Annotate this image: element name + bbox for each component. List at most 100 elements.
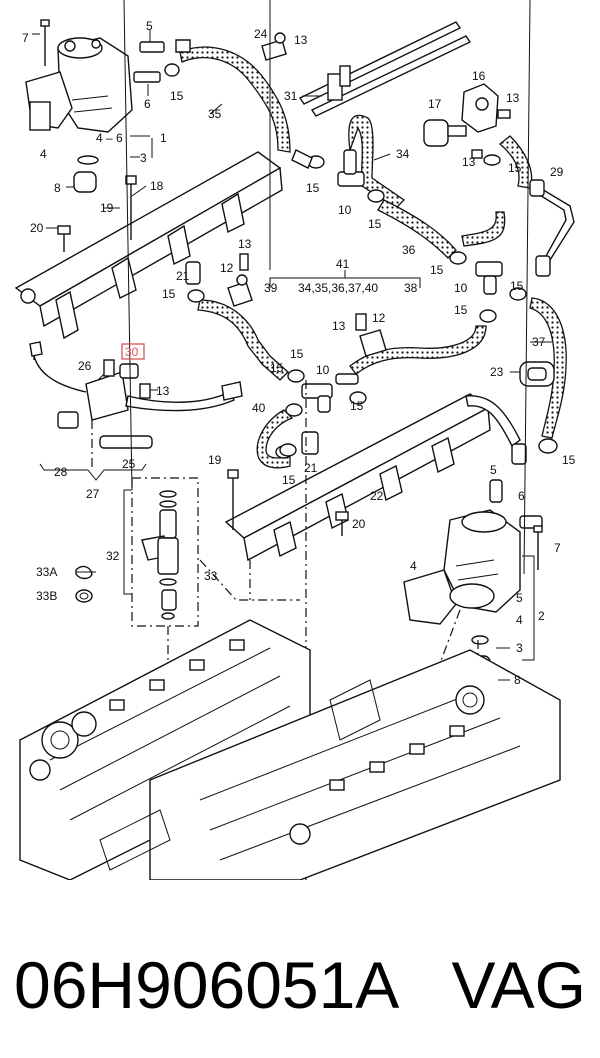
fuel-hose-39 xyxy=(197,299,289,381)
fuel-hose-36 xyxy=(377,199,457,259)
callout-25: 25 xyxy=(122,457,136,471)
bolt-7-upper xyxy=(32,19,50,66)
callout-36: 36 xyxy=(402,243,416,257)
fuel-hose-40 xyxy=(256,409,294,469)
callout-27: 27 xyxy=(86,487,100,501)
t-piece-10-right xyxy=(475,261,503,295)
callout-10: 10 xyxy=(454,281,468,295)
callout-28: 28 xyxy=(54,465,68,479)
callout-8: 8 xyxy=(514,673,521,687)
fitting-21-upper xyxy=(185,261,201,285)
callout-33b: 33B xyxy=(36,589,57,603)
callout-13: 13 xyxy=(506,91,520,105)
hose-clip-upper xyxy=(164,63,180,77)
callout-6: 6 xyxy=(518,489,525,503)
callout-21: 21 xyxy=(176,269,190,283)
fuel-system-exploded-diagram: 7 5 6 15 4 4 – 6 1 3 8 18 19 20 35 24 13… xyxy=(14,0,576,880)
roller-tappet-8-upper xyxy=(66,171,97,193)
leader-lines xyxy=(46,0,552,681)
damper-23 xyxy=(519,361,555,387)
clip-15-c xyxy=(449,251,467,265)
bolt-19-lower xyxy=(227,469,239,530)
callout-15: 15 xyxy=(290,347,304,361)
callout-20: 20 xyxy=(30,221,44,235)
cable-strip-31 xyxy=(298,21,472,117)
callout-15: 15 xyxy=(270,361,284,375)
callout-15: 15 xyxy=(510,279,524,293)
fuel-hose-29 xyxy=(498,135,533,189)
callout-7: 7 xyxy=(554,541,561,555)
callout-17: 17 xyxy=(428,97,442,111)
clip-15-d xyxy=(509,287,527,301)
t-piece-10-upper xyxy=(337,149,365,187)
retainer-clip-24 xyxy=(261,32,287,61)
callout-6: 6 xyxy=(144,97,151,111)
bolt-7-lower xyxy=(533,525,543,570)
callout-15: 15 xyxy=(368,217,382,231)
callout-15: 15 xyxy=(162,287,176,301)
part-number: 06H906051A xyxy=(14,948,400,1022)
fuel-hose-38 xyxy=(349,325,487,375)
callout-38: 38 xyxy=(404,281,418,295)
callout-15: 15 xyxy=(170,89,184,103)
high-pressure-pump-upper xyxy=(25,37,133,165)
seal-33b xyxy=(75,589,93,603)
clamp-12-left xyxy=(227,253,253,307)
callout-10: 10 xyxy=(316,363,330,377)
hose-end-35 xyxy=(175,39,191,53)
callout-5: 5 xyxy=(490,463,497,477)
callout-5: 5 xyxy=(146,19,153,33)
fitting-21-lower xyxy=(279,431,319,457)
t-piece-10-center xyxy=(301,373,359,413)
callout-30-highlight xyxy=(121,343,145,360)
callout-15: 15 xyxy=(306,181,320,195)
callout-15: 15 xyxy=(454,303,468,317)
high-pressure-pump-lower xyxy=(403,509,521,645)
plug-30 xyxy=(119,363,139,379)
pressure-sensor-17 xyxy=(423,119,467,147)
bolt-20-upper xyxy=(57,225,71,252)
callout-3: 3 xyxy=(140,151,147,165)
callout-20: 20 xyxy=(352,517,366,531)
connector-29-end xyxy=(535,255,551,277)
callout-13: 13 xyxy=(238,237,252,251)
callout-3: 3 xyxy=(516,641,523,655)
clip-15-g xyxy=(187,289,205,303)
callout-13: 13 xyxy=(332,319,346,333)
callout-4: 4 xyxy=(516,613,523,627)
callout-30: 30 xyxy=(125,345,139,359)
fuel-hose-36b xyxy=(461,211,506,247)
callout-4: 4 xyxy=(410,559,417,573)
callout-15: 15 xyxy=(508,161,522,175)
callout-32: 32 xyxy=(106,549,120,563)
union-fitting-5-upper xyxy=(133,30,165,96)
callout-12: 12 xyxy=(372,311,386,325)
callout-34: 34 xyxy=(396,147,410,161)
callout-4-6: 4 – 6 xyxy=(96,131,123,145)
bolt-13-reg xyxy=(139,383,151,399)
callout-7: 7 xyxy=(22,31,29,45)
callout-39: 39 xyxy=(264,281,278,295)
clip-15-i xyxy=(285,403,303,417)
callout-24: 24 xyxy=(254,27,268,41)
pressure-regulator-block xyxy=(29,341,243,481)
callout-2: 2 xyxy=(538,609,545,623)
bolt-26 xyxy=(103,359,115,377)
gasket-25 xyxy=(99,435,153,449)
fuel-rail-18 xyxy=(14,151,283,340)
callout-16: 16 xyxy=(472,69,486,83)
callout-33a: 33A xyxy=(36,565,57,579)
callout-15: 15 xyxy=(282,473,296,487)
callout-37: 37 xyxy=(532,335,546,349)
callout-12: 12 xyxy=(220,261,234,275)
callout-31: 31 xyxy=(284,89,298,103)
brand-name: VAG xyxy=(451,948,586,1022)
injector-assembly-32 xyxy=(131,477,199,627)
clip-15-b xyxy=(367,189,385,203)
callout-29: 29 xyxy=(550,165,564,179)
clip-15-e xyxy=(479,309,497,323)
fuel-hose-37 xyxy=(529,297,567,439)
callout-labels: 7 5 6 15 4 4 – 6 1 3 8 18 19 20 35 24 13… xyxy=(22,19,576,687)
callout-21: 21 xyxy=(304,461,318,475)
bolt-13-sensor xyxy=(471,109,511,159)
